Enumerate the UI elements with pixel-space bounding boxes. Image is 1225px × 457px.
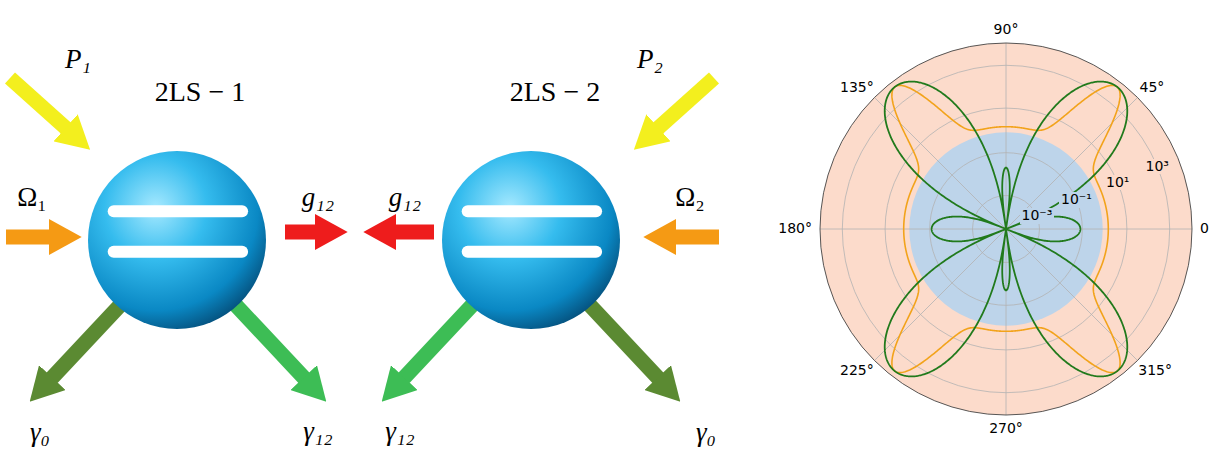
radial-tick-label: 10¹: [1104, 175, 1131, 190]
rate-symbol: Ω₂: [675, 183, 704, 213]
polar-frame: [820, 43, 1192, 415]
rate-symbol: γ₁₂: [385, 417, 414, 447]
rate-symbol: Ω₁: [17, 183, 46, 213]
rate-symbol: g₁₂: [389, 183, 421, 213]
angle-tick-label: 45°: [1138, 80, 1167, 95]
grid-spoke: [1006, 98, 1138, 230]
angle-tick-label: 270°: [987, 421, 1025, 436]
angle-tick-label: 135°: [838, 80, 876, 95]
pump-arrow: [656, 78, 714, 130]
sphere-body: [442, 151, 620, 329]
grid-spoke: [875, 98, 1007, 230]
angle-tick-label: 225°: [838, 363, 876, 378]
grid-spoke: [1006, 229, 1007, 415]
drive-arrow: [6, 230, 52, 245]
grid-spoke: [820, 229, 1006, 230]
polar-curves: [885, 82, 1128, 377]
polar-grid: [820, 43, 1192, 415]
coupling-arrow: [393, 225, 434, 240]
emission-curve: [885, 82, 1128, 377]
outer-region: [820, 43, 1192, 415]
rate-symbol: γ₀: [696, 418, 716, 448]
angle-tick-label: 180°: [776, 221, 814, 236]
arrow-group: [6, 78, 719, 380]
radial-tick-label: 10³: [1144, 159, 1171, 174]
grid-spoke: [1006, 229, 1192, 230]
rate-symbol: γ₁₂: [303, 417, 332, 447]
energy-level-bar: [462, 205, 602, 217]
pump-arrow: [10, 78, 68, 130]
grid-spoke: [1006, 229, 1138, 361]
decay-arrow: [585, 300, 660, 380]
decay-arrow: [50, 300, 125, 380]
energy-level-bar: [108, 205, 248, 217]
sphere-outline: [87, 150, 267, 330]
angle-tick-label: 0: [1198, 221, 1211, 236]
two-level-system: 2LS − 1: [87, 150, 267, 330]
energy-level-bar: [462, 246, 602, 258]
radial-tick-label: 10⁻³: [1020, 208, 1055, 223]
angle-tick-label: 315°: [1136, 363, 1174, 378]
radial-tick-label: 10⁻¹: [1059, 192, 1094, 207]
angle-tick-label: 90°: [992, 22, 1021, 37]
two-level-system: 2LS − 2: [441, 150, 621, 330]
grid-spoke: [1006, 43, 1007, 229]
rate-symbol: g₁₂: [302, 183, 334, 213]
drive-arrow: [673, 230, 719, 245]
grid-spoke: [875, 229, 1007, 361]
system-heading: 2LS − 2: [510, 77, 600, 108]
sphere-outline: [441, 150, 621, 330]
system-heading: 2LS − 1: [155, 77, 245, 108]
rate-symbol: γ₀: [30, 418, 50, 448]
rate-symbol: P₁: [65, 45, 91, 75]
decay-arrow: [231, 300, 306, 380]
energy-level-bar: [108, 246, 248, 258]
decay-arrow: [402, 300, 477, 380]
coupling-arrow: [285, 225, 318, 240]
sphere-body: [88, 151, 266, 329]
rate-symbol: P₂: [637, 45, 663, 75]
